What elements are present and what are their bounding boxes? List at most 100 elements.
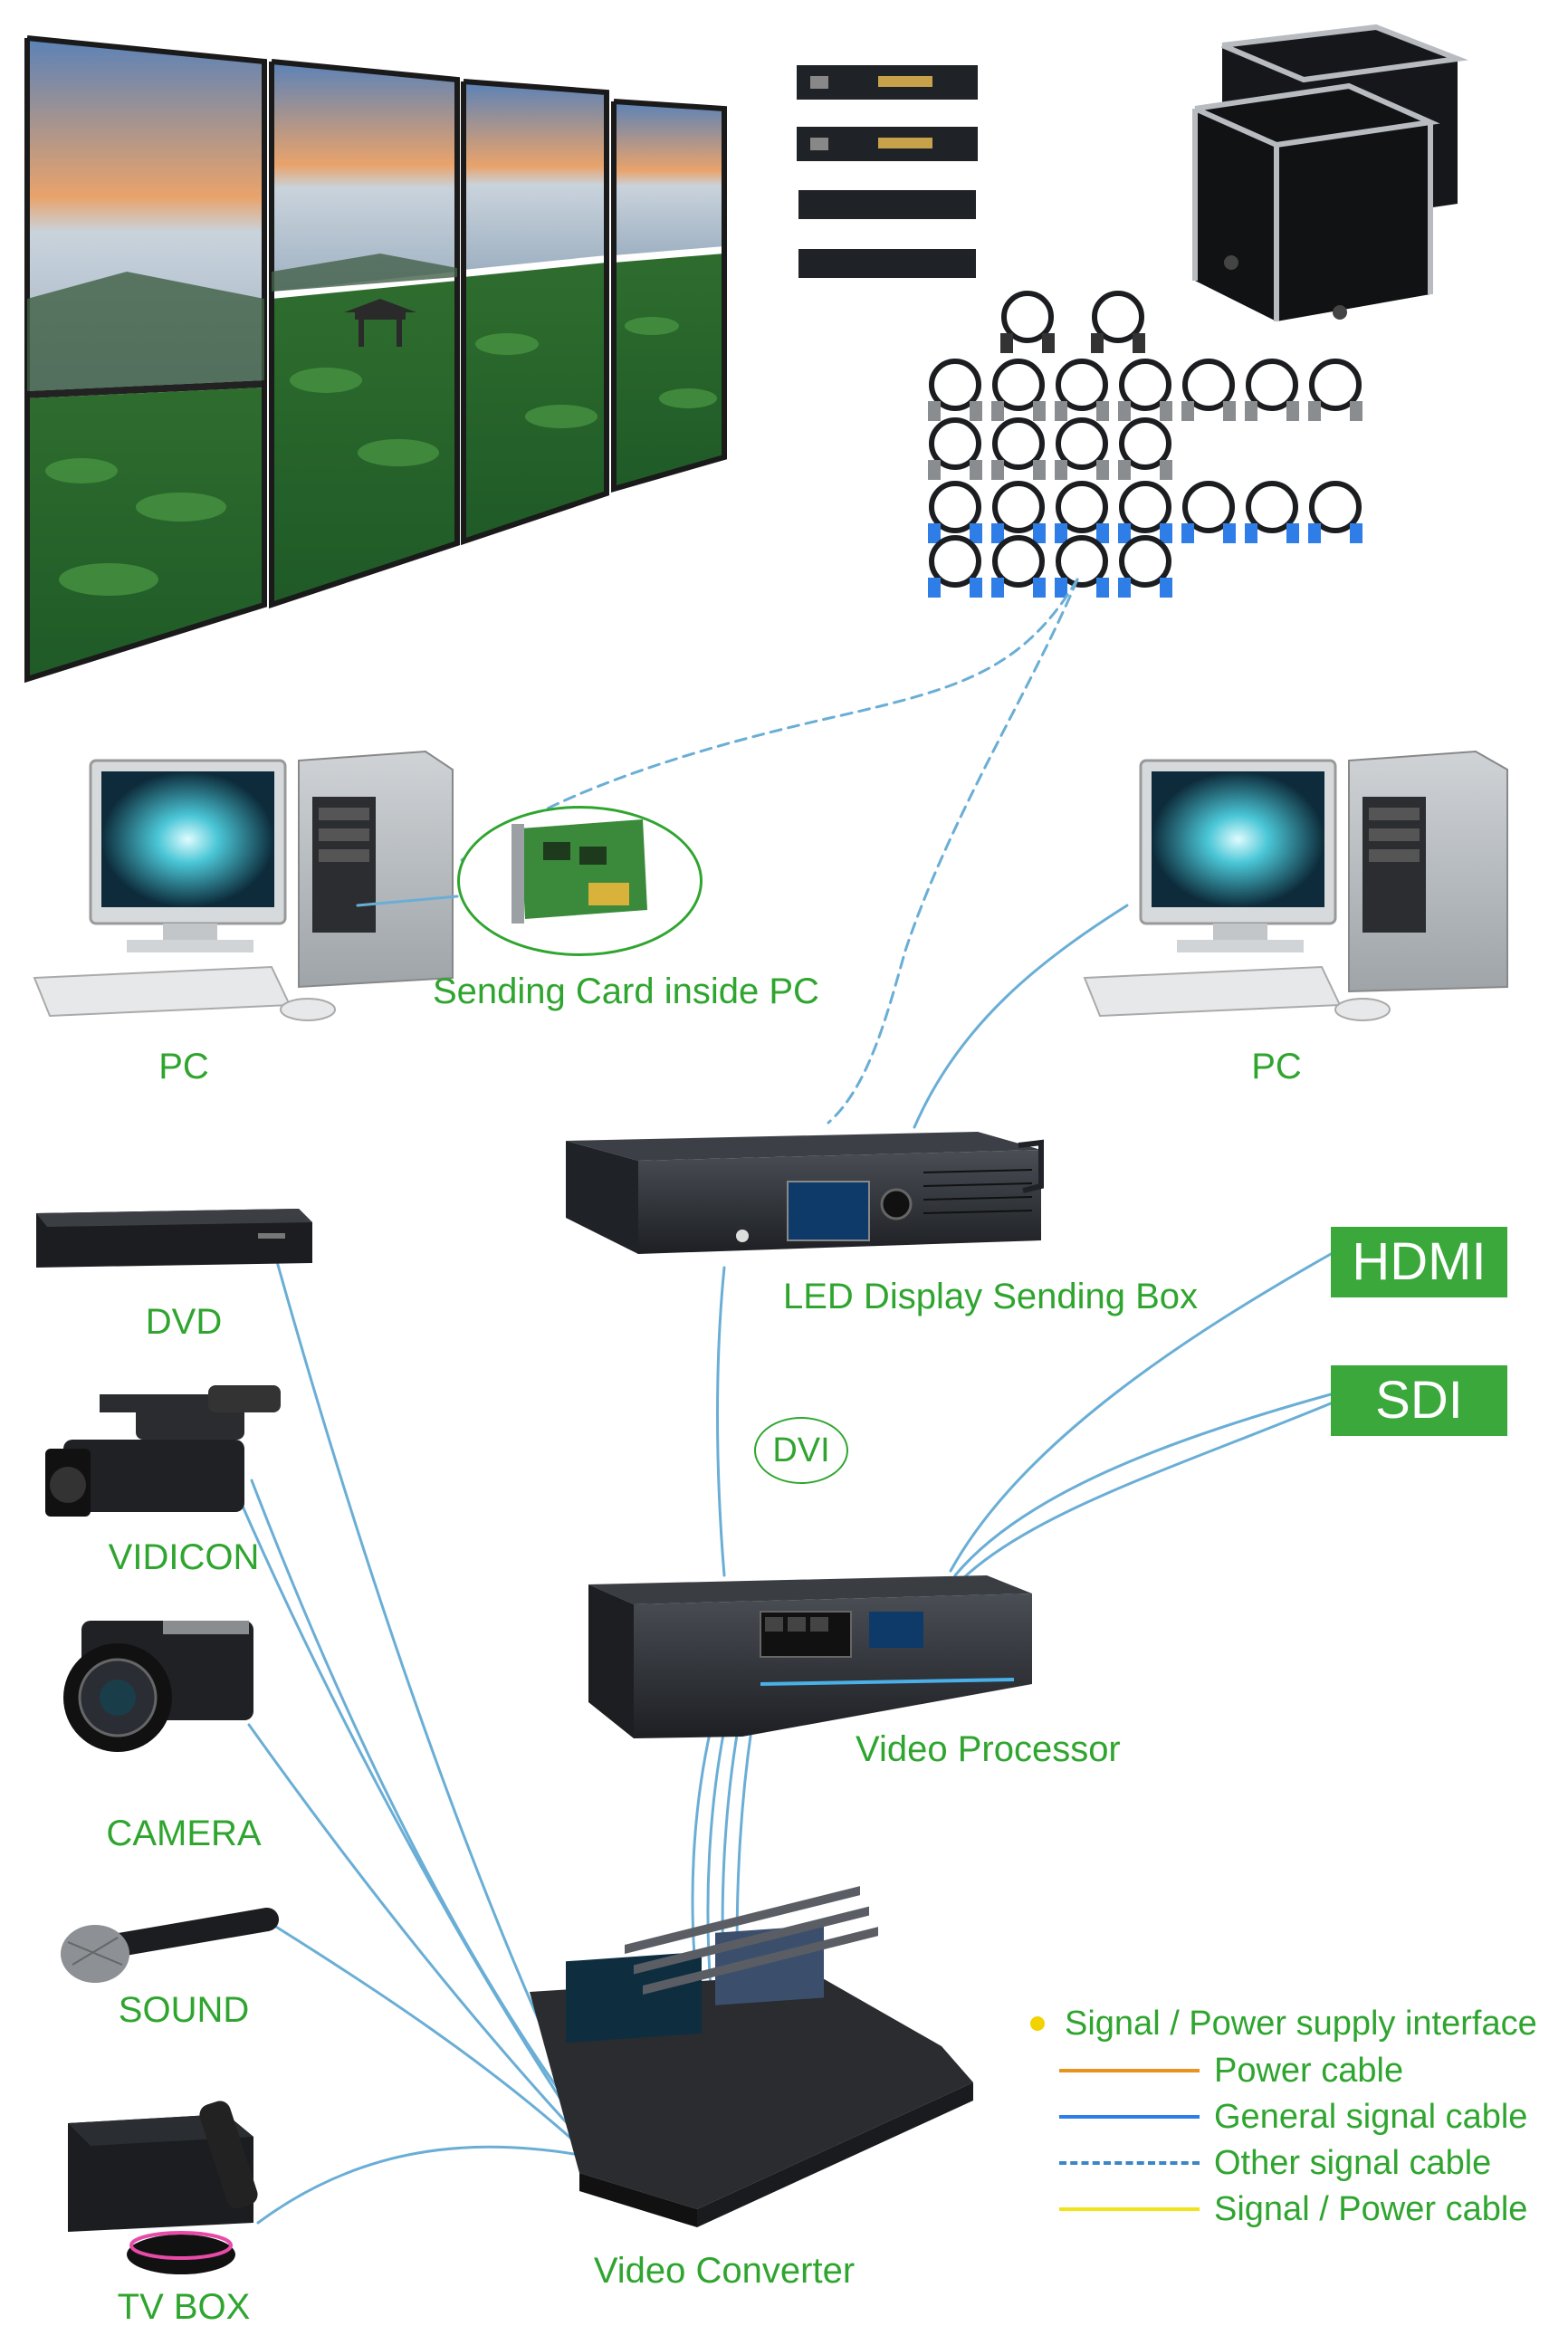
cable-plug (970, 460, 982, 480)
cable-plug (991, 401, 1004, 421)
cable-plug (1133, 333, 1145, 353)
cable-coil (1182, 481, 1235, 533)
cable-plug (1160, 460, 1172, 480)
led-display-wall (24, 35, 727, 684)
cable-plug (1286, 523, 1299, 543)
cable-plug (1245, 401, 1257, 421)
cable-plug (1096, 523, 1109, 543)
cable-plug (1096, 578, 1109, 598)
legend-title-row: Signal / Power supply interface (1023, 2001, 1537, 2046)
legend-item: Signal / Power cable (1023, 2187, 1527, 2232)
cable-coil (1056, 417, 1108, 470)
cable-coil (992, 481, 1045, 533)
cable-plug (1350, 523, 1362, 543)
cable-plug (1000, 333, 1013, 353)
cable-plug (1181, 523, 1194, 543)
cable-plug (1245, 523, 1257, 543)
cable-coil (1056, 535, 1108, 588)
led-display-sending-box (566, 1132, 1044, 1254)
vidicon (45, 1385, 281, 1517)
pc-left (33, 750, 454, 1021)
legend-item: General signal cable (1023, 2094, 1527, 2139)
cable-plug (1160, 401, 1172, 421)
dvi-label: DVI (772, 1431, 830, 1469)
cable-coil (1119, 359, 1171, 411)
legend-item-label: Signal / Power cable (1214, 2189, 1528, 2228)
cable-plug (1308, 401, 1321, 421)
tv-box (68, 2101, 258, 2274)
cable-plug (1055, 523, 1067, 543)
signal-power-cable-swatch (1059, 2207, 1200, 2211)
cable-plug (1223, 401, 1236, 421)
cable-coil (1309, 481, 1362, 533)
dvd-label: DVD (145, 1302, 223, 1342)
cable-plug (1350, 401, 1362, 421)
power-cable-swatch (1059, 2069, 1200, 2072)
cable-plug (1160, 523, 1172, 543)
cable-coil (929, 481, 981, 533)
video-converter-label: Video Converter (593, 2251, 856, 2291)
signal-dot-icon (1030, 2016, 1045, 2031)
cable-plug (1118, 401, 1131, 421)
cable-set (928, 291, 1362, 598)
sending-card-callout (457, 806, 703, 956)
cable-plug (1042, 333, 1055, 353)
cable-plug (1096, 401, 1109, 421)
legend-item-label: Power cable (1214, 2051, 1404, 2090)
legend-item-label: Other signal cable (1214, 2143, 1492, 2182)
sending-card-label: Sending Card inside PC (433, 972, 819, 1011)
cable-plug (970, 401, 982, 421)
cable-coil (1119, 535, 1171, 588)
other-signal-cable-swatch (1059, 2161, 1200, 2165)
cable-coil (929, 535, 981, 588)
pc-left-label: PC (158, 1047, 209, 1086)
cable-plug (1223, 523, 1236, 543)
cable-plug (928, 523, 941, 543)
legend: Signal / Power supply interface Power ca… (1023, 2001, 1557, 2245)
cable-plug (1033, 523, 1046, 543)
cable-plug (928, 460, 941, 480)
cable-plug (1055, 401, 1067, 421)
general-signal-cable-swatch (1059, 2115, 1200, 2119)
cable-plug (1033, 460, 1046, 480)
legend-title: Signal / Power supply interface (1065, 2004, 1537, 2043)
cable-coil (1092, 291, 1144, 343)
pc-right (1083, 750, 1508, 1021)
sending-card-image (512, 819, 647, 924)
cable-plug (970, 578, 982, 598)
cable-coil (992, 417, 1045, 470)
cable-plug (991, 460, 1004, 480)
vidicon-label: VIDICON (108, 1537, 260, 1577)
camera (63, 1621, 253, 1752)
cable-plug (1033, 401, 1046, 421)
pc-right-label: PC (1251, 1047, 1302, 1086)
sound-label: SOUND (118, 1990, 250, 2030)
legend-item: Power cable (1023, 2048, 1403, 2093)
cable-coil (929, 359, 981, 411)
sdi-badge: SDI (1331, 1365, 1507, 1436)
cable-plug (1181, 401, 1194, 421)
cable-coil (1246, 359, 1298, 411)
cable-coil (992, 359, 1045, 411)
legend-item: Other signal cable (1023, 2140, 1491, 2186)
cable-plug (991, 523, 1004, 543)
cable-plug (1091, 333, 1104, 353)
cable-coil (1056, 359, 1108, 411)
cable-coil (1182, 359, 1235, 411)
cable-coil (1119, 417, 1171, 470)
sending-box-label: LED Display Sending Box (783, 1277, 1199, 1316)
dvi-callout: DVI (754, 1417, 848, 1484)
cable-coil (1246, 481, 1298, 533)
cable-plug (1055, 578, 1067, 598)
cable-plug (928, 401, 941, 421)
cable-plug (1033, 578, 1046, 598)
cable-plug (1118, 578, 1131, 598)
hdmi-badge: HDMI (1331, 1227, 1507, 1297)
cable-coil (929, 417, 981, 470)
cable-coil (1309, 359, 1362, 411)
dvd-player (36, 1209, 312, 1268)
cable-plug (991, 578, 1004, 598)
cable-plug (1160, 578, 1172, 598)
camera-label: CAMERA (106, 1814, 262, 1853)
